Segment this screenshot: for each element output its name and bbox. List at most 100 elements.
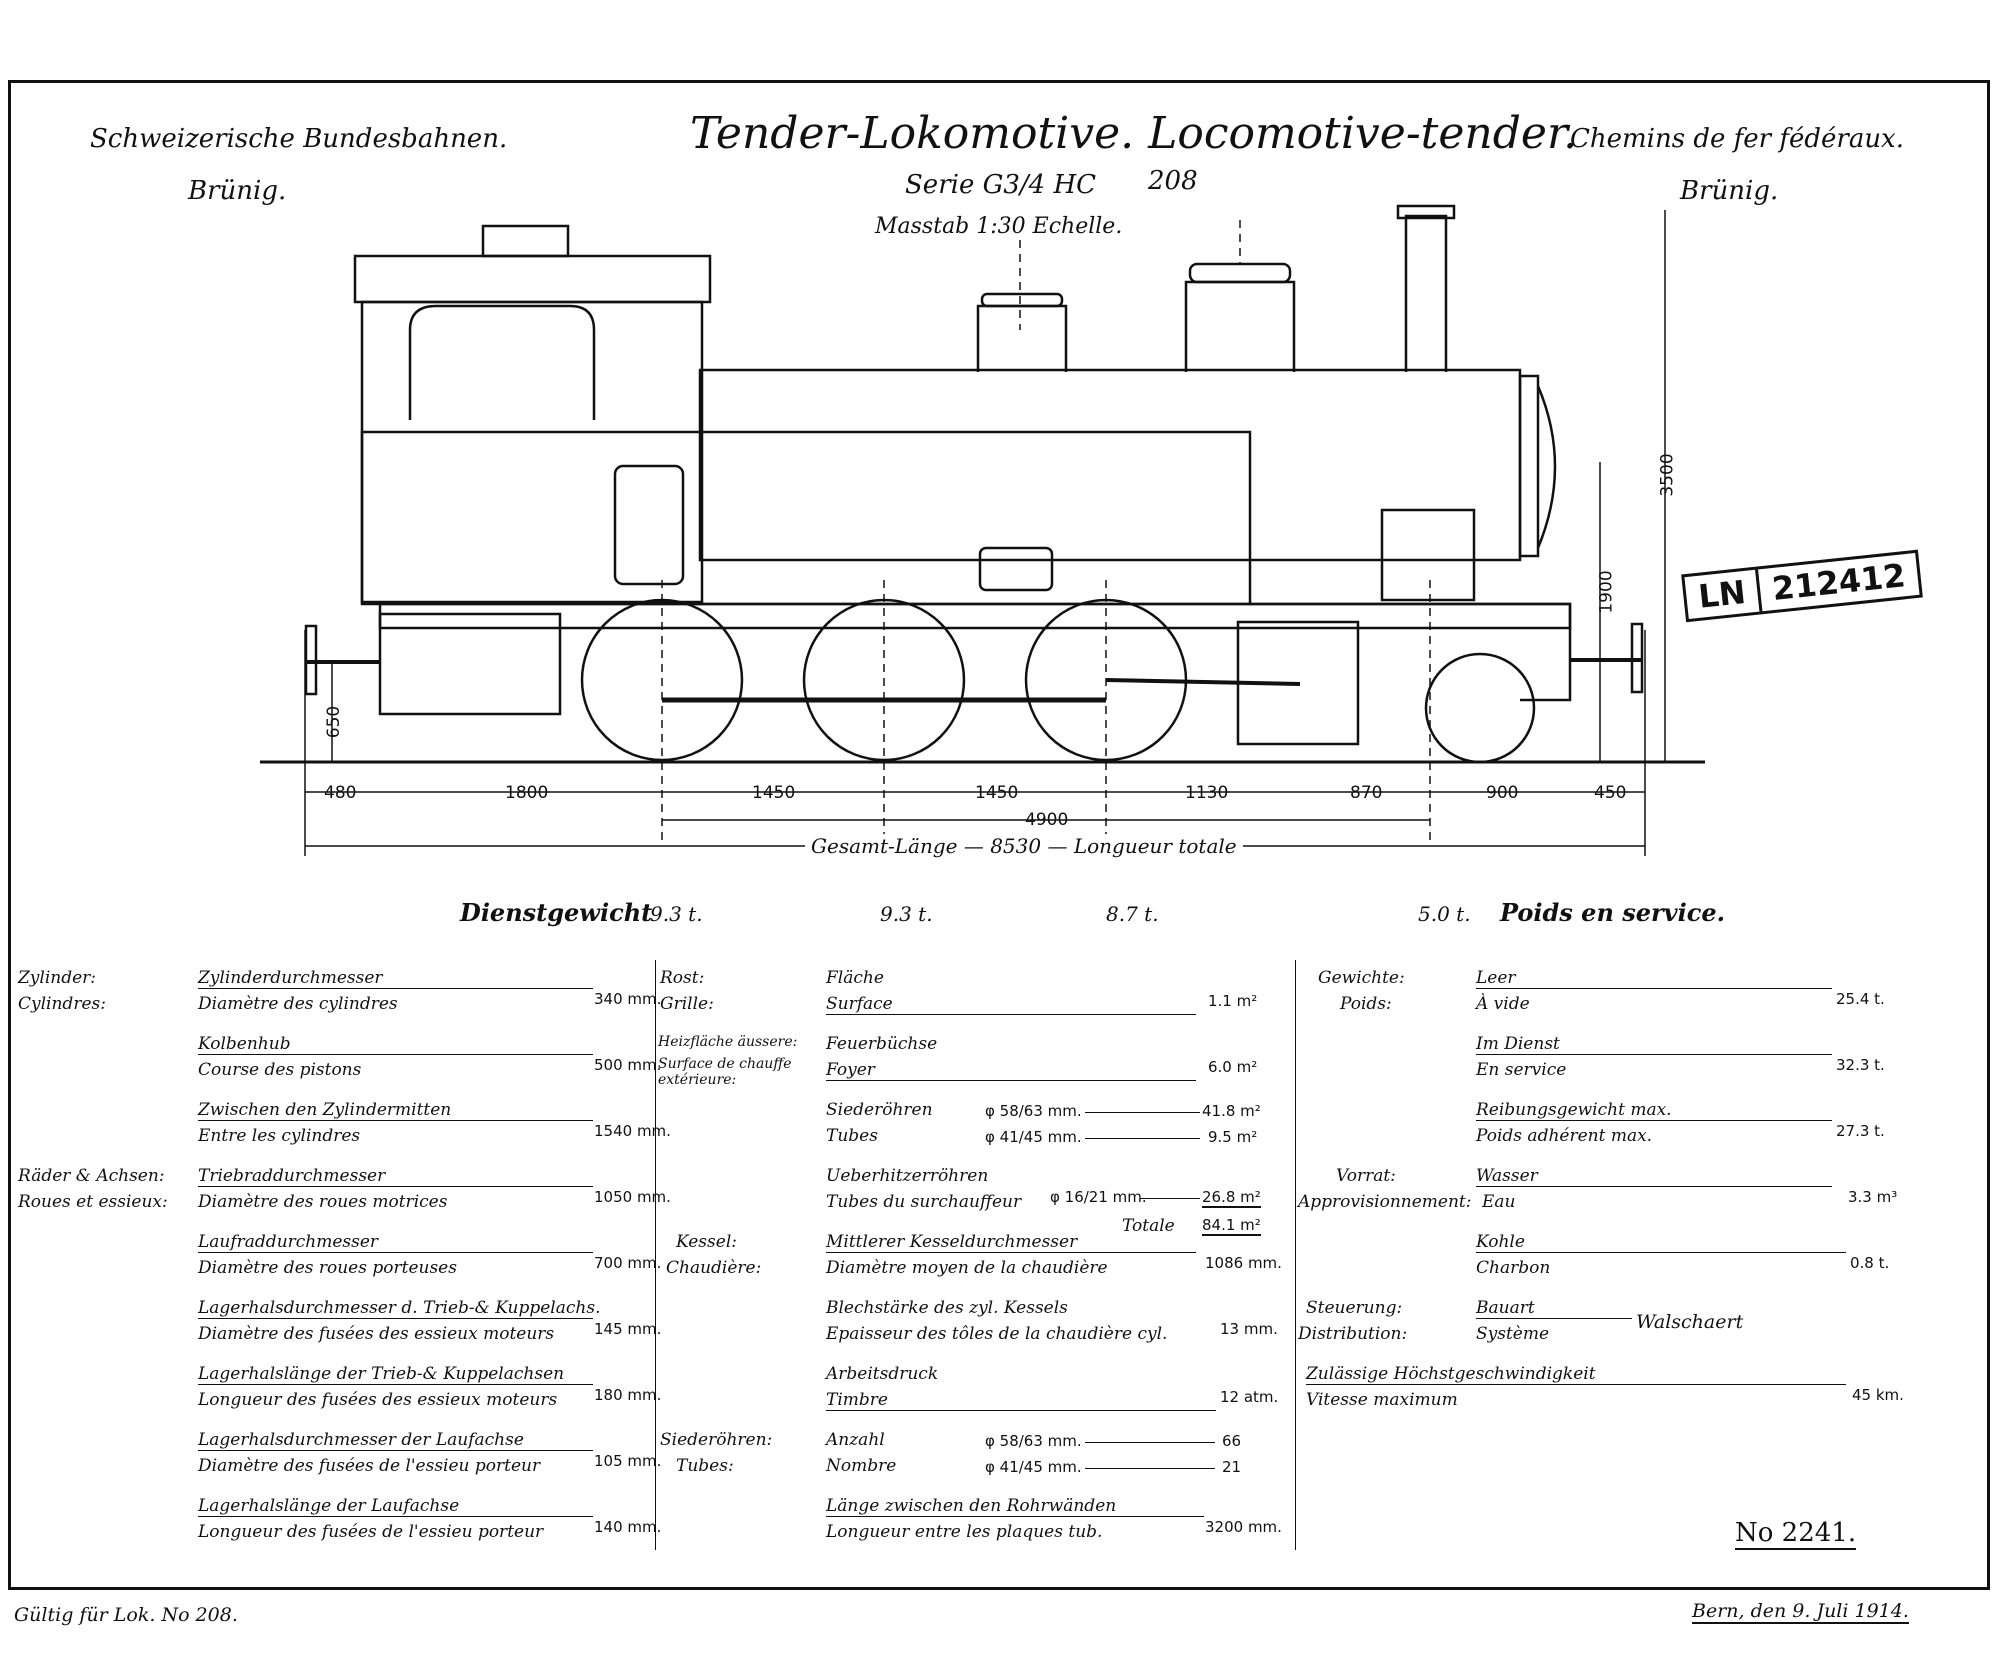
spec-label-fr: Epaisseur des tôles de la chaudière cyl. [826,1324,1168,1344]
spec-category-fr: Roues et essieux: [18,1192,168,1212]
drawing-number: No 2241. [1735,1518,1857,1550]
dim-total-length: Gesamt-Länge — 8530 — Longueur totale [805,834,1243,858]
spec-label-fr: Charbon [1476,1258,1551,1278]
spec-label-fr: Diamètre des fusées de l'essieu porteur [198,1456,541,1476]
spec-label-fr: Diamètre des roues porteuses [198,1258,457,1278]
weight-label-de: Dienstgewicht [460,898,653,927]
spec-category-de: Kessel: [676,1232,737,1252]
spec-category-de: Räder & Achsen: [18,1166,165,1186]
spec-value: 340 mm. [594,990,662,1008]
dim-buffer-height: 650 [324,705,345,739]
spec-label-fr: Longueur entre les plaques tub. [826,1522,1103,1542]
spec-label-fr: À vide [1476,994,1530,1014]
spec-label-fr: Surface [826,994,893,1014]
spec-value: 145 mm. [594,1320,662,1338]
spec-label-fr: Diamètre des cylindres [198,994,398,1014]
spec-label-de: Länge zwischen den Rohrwänden [826,1496,1117,1516]
weight-label-fr: Poids en service. [1500,898,1725,927]
dim-segment-5: 1130 [1185,783,1229,803]
spec-category-de: Vorrat: [1336,1166,1396,1186]
spec-category-de: Gewichte: [1318,968,1405,988]
valid-for-note: Gültig für Lok. No 208. [14,1604,238,1626]
spec-label-de: Siederöhren [826,1100,933,1120]
spec-category-fr: Chaudière: [666,1258,762,1278]
spec-category-fr: Approvisionnement: [1298,1192,1472,1212]
spec-category-fr: Cylindres: [18,994,106,1014]
spec-category-fr: Poids: [1340,994,1392,1014]
spec-value: 105 mm. [594,1452,662,1470]
dim-height-total: 3500 [1657,453,1678,497]
spec-value: 500 mm. [594,1056,662,1074]
spec-value: 66 [1222,1432,1242,1450]
spec-label-fr: En service [1476,1060,1567,1080]
spec-value: 21 [1222,1458,1242,1476]
spec-label-fr: Timbre [826,1390,888,1410]
spec-tube-size: φ 41/45 mm. [985,1458,1082,1476]
spec-label-de: Feuerbüchse [826,1034,938,1054]
spec-label-fr: Tubes du surchauffeur [826,1192,1022,1212]
spec-label-de: Triebraddurchmesser [198,1166,386,1186]
spec-label-de: Lagerhalslänge der Trieb-& Kuppelachsen [198,1364,565,1384]
spec-tube-size: φ 58/63 mm. [985,1102,1082,1120]
spec-value: 9.5 m² [1208,1128,1258,1146]
dim-segment-6: 870 [1350,783,1383,803]
spec-tube-size: φ 16/21 mm. [1050,1188,1147,1206]
spec-category-de: Steuerung: [1306,1298,1403,1318]
spec-value: 700 mm. [594,1254,662,1272]
spec-value: 1086 mm. [1205,1254,1282,1272]
spec-label-de: Reibungsgewicht max. [1476,1100,1672,1120]
drawing-sheet [8,80,1990,1590]
spec-label-de: Wasser [1476,1166,1538,1186]
spec-label-fr: Système [1476,1324,1550,1344]
spec-label-de: Lagerhalsdurchmesser d. Trieb-& Kuppelac… [198,1298,601,1318]
dim-segment-4: 1450 [975,783,1019,803]
spec-category-de: Rost: [660,968,705,988]
line-name-fr: Brünig. [1680,176,1779,206]
spec-label-fr: Course des pistons [198,1060,362,1080]
dim-segment-8: 450 [1594,783,1627,803]
spec-category-fr: Grille: [660,994,714,1014]
spec-label-fr: Vitesse maximum [1306,1390,1458,1410]
axle-weight-3: 8.7 t. [1106,902,1159,926]
spec-value: 1.1 m² [1208,992,1258,1010]
spec-category-de: Siederöhren: [660,1430,773,1450]
totale-value: 84.1 m² [1202,1216,1261,1236]
spec-value: 13 mm. [1220,1320,1278,1338]
spec-value: 6.0 m² [1208,1058,1258,1076]
spec-label-de: Zwischen den Zylindermitten [198,1100,452,1120]
org-name-de: Schweizerische Bundesbahnen. [90,124,508,154]
series-label: Serie G3/4 HC [905,170,1097,200]
column-separator [1295,960,1296,1550]
spec-tube-size: φ 58/63 mm. [985,1432,1082,1450]
spec-value: 1050 mm. [594,1188,671,1206]
spec-label-de: Leer [1476,968,1516,988]
spec-label-de: Anzahl [826,1430,885,1450]
spec-tube-size: φ 41/45 mm. [985,1128,1082,1146]
spec-value: 41.8 m² [1202,1102,1261,1120]
spec-value: 45 km. [1852,1386,1904,1404]
spec-label-fr: Longueur des fusées de l'essieu porteur [198,1522,544,1542]
spec-label-de: Blechstärke des zyl. Kessels [826,1298,1068,1318]
spec-category-fr: Distribution: [1298,1324,1408,1344]
spec-value: 26.8 m² [1202,1188,1261,1208]
spec-label-fr: Diamètre des fusées des essieux moteurs [198,1324,555,1344]
spec-value: 0.8 t. [1850,1254,1890,1272]
spec-label-de: Zylinderdurchmesser [198,968,383,988]
column-separator [655,960,656,1550]
line-name-de: Brünig. [188,176,287,206]
spec-label-de: Kolbenhub [198,1034,291,1054]
scale-label: Masstab 1:30 Echelle. [875,214,1123,239]
spec-label-de: Arbeitsdruck [826,1364,939,1384]
drawing-title: Tender-Lokomotive. Locomotive-tender. [690,108,1578,159]
spec-value: 32.3 t. [1836,1056,1885,1074]
spec-label-de: Ueberhitzerröhren [826,1166,989,1186]
spec-value: 3.3 m³ [1848,1188,1898,1206]
spec-label-de: Lagerhalsdurchmesser der Laufachse [198,1430,524,1450]
spec-value: 12 atm. [1220,1388,1279,1406]
spec-label-de: Zulässige Höchstgeschwindigkeit [1306,1364,1596,1384]
spec-category-fr: Surface de chauffe extérieure: [658,1056,792,1088]
dim-segment-3: 1450 [752,783,796,803]
spec-label-de: Lagerhalslänge der Laufachse [198,1496,460,1516]
dim-wheelbase: 4900 [1025,810,1069,830]
dim-segment-2: 1800 [505,783,549,803]
